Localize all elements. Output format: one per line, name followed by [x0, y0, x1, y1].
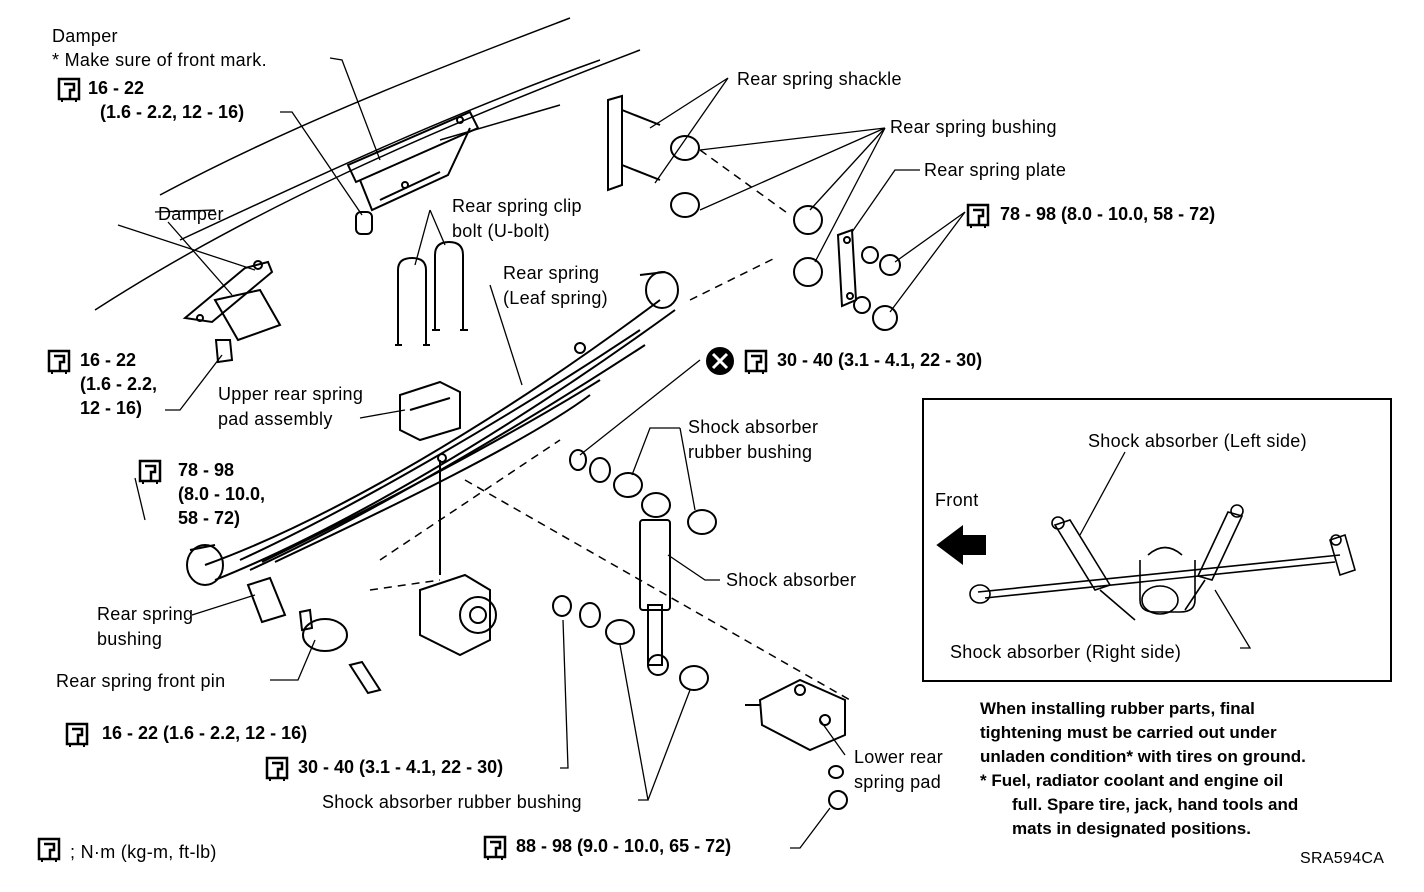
- inset-shock-layout-box: [922, 398, 1392, 682]
- label-shock-bushing-top-line2: rubber bushing: [688, 442, 813, 462]
- note-line-6: mats in designated positions.: [1012, 819, 1251, 838]
- leaf-spring: [186, 271, 679, 586]
- label-upper-pad-line2: pad assembly: [218, 409, 333, 429]
- u-bolts: [395, 240, 468, 346]
- label-rear-spring-bushing-bottom-line1: Rear spring: [97, 604, 194, 624]
- damper-top-part: [346, 110, 480, 235]
- label-lower-pad-line2: spring pad: [854, 772, 942, 792]
- label-lower-pad-line1: Lower rear: [854, 747, 944, 767]
- torque-value: 16 - 22 (1.6 - 2.2, 12 - 16): [102, 723, 308, 743]
- figure-code: SRA594CA: [1300, 850, 1385, 867]
- note-line-3: unladen condition* with tires on ground.: [980, 747, 1306, 766]
- label-rear-spring-bushing-top: Rear spring bushing: [890, 117, 1057, 137]
- leader-lines: [117, 57, 966, 849]
- torque-value-line3: 12 - 16): [80, 398, 143, 418]
- inset-leader-lines: [1079, 451, 1252, 649]
- note-line-4: * Fuel, radiator coolant and engine oil: [980, 771, 1284, 790]
- torque-value-line1: 16 - 22: [88, 78, 145, 98]
- torque-value: 88 - 98 (9.0 - 10.0, 65 - 72): [516, 836, 732, 856]
- torque-spec-shock-lower: 30 - 40 (3.1 - 4.1, 22 - 30): [298, 755, 503, 779]
- label-rear-spring-line2: (Leaf spring): [503, 288, 608, 308]
- torque-value-line2: (1.6 - 2.2,: [80, 374, 158, 394]
- lower-spring-pad: [745, 678, 848, 810]
- torque-value: 30 - 40 (3.1 - 4.1, 22 - 30): [777, 350, 983, 370]
- rear-spring-bushings: [793, 205, 823, 287]
- vehicle-frame-outline: [94, 17, 641, 311]
- alignment-lines: [369, 149, 851, 701]
- torque-value: 30 - 40 (3.1 - 4.1, 22 - 30): [298, 757, 504, 777]
- label-rear-spring-front-pin: Rear spring front pin: [56, 671, 226, 691]
- inset-layout-drawing: [969, 504, 1356, 621]
- label-rear-spring-line1: Rear spring: [503, 263, 600, 283]
- rear-spring-shackle: [607, 94, 700, 218]
- note-line-5: full. Spare tire, jack, hand tools and: [1012, 795, 1299, 814]
- note-line-2: tightening must be carried out under: [980, 723, 1277, 742]
- label-damper-middle: Damper: [158, 204, 224, 224]
- label-shock-bushing-top-line1: Shock absorber: [688, 417, 819, 437]
- inset-label-shock-right: Shock absorber (Right side): [950, 642, 1182, 662]
- torque-spec-shock-upper: 30 - 40 (3.1 - 4.1, 22 - 30): [777, 348, 982, 372]
- front-pin-parts: [246, 576, 382, 695]
- torque-spec-damper-middle: 16 - 22 (1.6 - 2.2, 12 - 16): [80, 348, 157, 420]
- axle-housing: [419, 453, 497, 657]
- label-shock-absorber: Shock absorber: [726, 570, 857, 590]
- rear-spring-plate: [836, 228, 901, 331]
- torque-value: 78 - 98 (8.0 - 10.0, 58 - 72): [1000, 204, 1216, 224]
- label-shock-bushing-bottom: Shock absorber rubber bushing: [322, 792, 582, 812]
- torque-spec-front-nut: 78 - 98 (8.0 - 10.0, 58 - 72): [178, 458, 265, 530]
- shock-absorber: [552, 449, 717, 691]
- inset-label-front: Front: [935, 490, 979, 510]
- label-damper-top: Damper: [52, 26, 118, 46]
- label-front-mark-note: * Make sure of front mark.: [52, 50, 267, 70]
- label-rear-spring-plate: Rear spring plate: [924, 160, 1067, 180]
- front-direction-arrow-icon: [936, 525, 986, 565]
- label-clip-bolt-line2: bolt (U-bolt): [452, 221, 550, 241]
- torque-value-line3: 58 - 72): [178, 508, 241, 528]
- torque-spec-front-pin: 16 - 22 (1.6 - 2.2, 12 - 16): [102, 721, 307, 745]
- torque-value-line2: (1.6 - 2.2, 12 - 16): [100, 102, 245, 122]
- torque-value-line1: 16 - 22: [80, 350, 137, 370]
- do-not-reuse-icon: [706, 347, 734, 375]
- damper-middle-part: [182, 260, 282, 364]
- torque-value-line2: (8.0 - 10.0,: [178, 484, 266, 504]
- label-rear-spring-bushing-bottom-line2: bushing: [97, 629, 163, 649]
- label-rear-spring-shackle: Rear spring shackle: [737, 69, 902, 89]
- label-clip-bolt-line1: Rear spring clip: [452, 196, 582, 216]
- label-upper-pad-line1: Upper rear spring: [218, 384, 364, 404]
- inset-label-shock-left: Shock absorber (Left side): [1088, 431, 1307, 451]
- torque-value-line1: 78 - 98: [178, 460, 235, 480]
- torque-spec-damper-top: 16 - 22 (1.6 - 2.2, 12 - 16): [88, 76, 244, 124]
- legend-unit: ; N·m (kg-m, ft-lb): [70, 842, 217, 862]
- note-line-1: When installing rubber parts, final: [980, 699, 1255, 718]
- upper-spring-pad: [399, 380, 461, 442]
- torque-spec-u-bolt-nut: 88 - 98 (9.0 - 10.0, 65 - 72): [516, 834, 731, 858]
- torque-spec-rear-plate: 78 - 98 (8.0 - 10.0, 58 - 72): [1000, 202, 1215, 226]
